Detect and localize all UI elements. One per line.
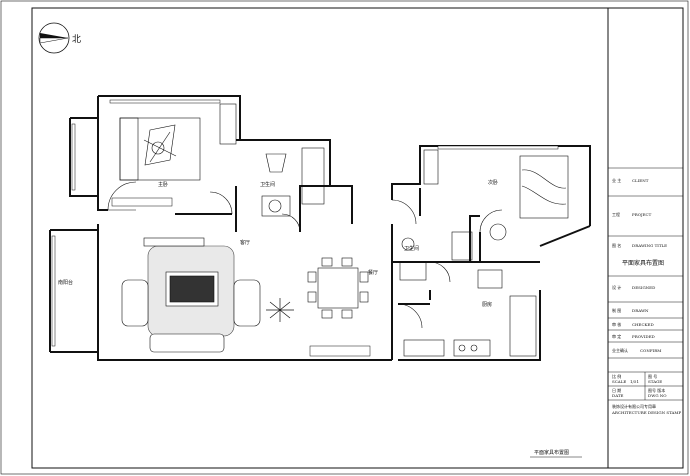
room-label-dining-room: 餐厅	[368, 269, 378, 276]
approved-value: PROVIDED	[632, 334, 655, 339]
dining-table	[307, 257, 369, 319]
scale-value: SCALE	[612, 379, 627, 384]
date-label: 日 期	[612, 388, 622, 393]
design-value: DESIGNED	[632, 285, 656, 290]
drawn-label: 制 图	[612, 308, 622, 313]
approved-label: 审 定	[612, 334, 622, 339]
checked-label: 审 核	[612, 322, 622, 327]
project-label: 工程	[612, 212, 620, 217]
bathroom-fixtures	[261, 147, 325, 217]
company-en: ARCHITECTURE DESIGN STAMP	[612, 410, 682, 415]
scale-ratio: 1/51	[630, 379, 639, 384]
plant-icon	[266, 298, 294, 322]
room-label-kitchen: 厨房	[482, 301, 492, 308]
room-label-master-bedroom: 主卧	[158, 181, 168, 188]
title-block-grid	[608, 167, 683, 401]
room-label-living-room: 客厅	[240, 239, 250, 246]
checked-value: CHECKED	[632, 322, 654, 327]
kitchen-fixtures	[399, 231, 537, 357]
date-value: DATE	[612, 393, 624, 398]
north-arrow-icon	[38, 22, 70, 54]
design-label: 设 计	[612, 285, 622, 290]
drawing-caption: 平面家具布置图	[534, 449, 569, 456]
scale-label: 比 例	[612, 374, 622, 379]
dwg-no-value: DWG NO	[648, 393, 667, 398]
room-label-bathroom-2: 卫生间	[404, 245, 419, 252]
client-label: 业 主	[612, 178, 622, 183]
second-bed	[519, 155, 569, 219]
room-label-balcony: 南阳台	[58, 279, 73, 286]
client-value: CLIENT	[632, 178, 649, 183]
second-wardrobe	[423, 149, 439, 185]
confirm-label: 业主确认	[612, 348, 628, 353]
wardrobe	[219, 103, 237, 145]
confirm-value: CONFIRM	[640, 348, 662, 353]
round-chair	[489, 223, 507, 241]
door-swings	[107, 181, 503, 329]
company-cn: 装饰设计有限公司专用章	[612, 404, 656, 409]
project-value: PROJECT	[632, 212, 652, 217]
windows	[51, 99, 559, 347]
drawing-title-cn: 平面家具布置图	[622, 260, 665, 267]
drawing-border	[31, 7, 684, 469]
living-room-sofa-set	[121, 237, 261, 353]
room-label-bathroom: 卫生间	[260, 181, 275, 188]
room-label-second-bedroom: 次卧	[488, 179, 498, 186]
drawn-value: DRAWN	[632, 308, 649, 313]
sheet-value: STAGE	[648, 379, 663, 384]
sideboard	[309, 345, 371, 357]
walls	[49, 95, 591, 361]
north-label: 北	[72, 34, 81, 45]
dwg-no-label: 图号 版本	[648, 388, 666, 393]
drawing-title-label: 图 名	[612, 243, 622, 248]
drawing-title-value: DRAWING TITLE	[632, 243, 668, 248]
master-tv-cabinet	[111, 197, 173, 207]
sheet-label: 图 号	[648, 374, 658, 379]
master-bed	[119, 117, 201, 181]
